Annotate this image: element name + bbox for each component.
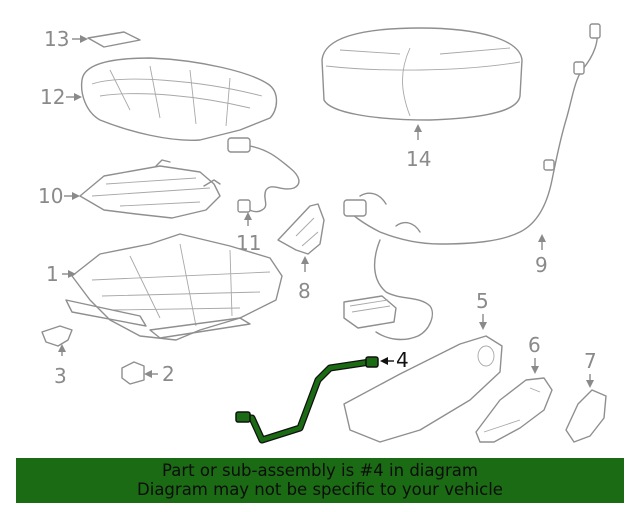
callout-12: 12: [40, 85, 82, 109]
callout-label-7: 7: [584, 349, 597, 373]
part-4-rod[interactable]: [235, 356, 379, 444]
callout-label-10: 10: [38, 184, 63, 208]
part-6-trim[interactable]: [475, 377, 553, 443]
part-8-bracket[interactable]: [277, 203, 325, 255]
callout-label-2: 2: [162, 362, 175, 386]
callout-label-5: 5: [476, 289, 489, 313]
part-7-knob[interactable]: [565, 389, 607, 443]
notice-banner: Part or sub-assembly is #4 in diagram Di…: [16, 458, 624, 503]
callout-1: 1: [46, 262, 76, 286]
callout-label-6: 6: [528, 333, 541, 357]
callout-label-12: 12: [40, 85, 65, 109]
callout-label-14: 14: [406, 147, 431, 171]
callout-14: 14: [406, 124, 431, 171]
callout-13: 13: [44, 27, 88, 51]
callout-10: 10: [38, 184, 80, 208]
callout-label-8: 8: [298, 279, 311, 303]
part-12-cushion-pan[interactable]: [80, 57, 278, 141]
callout-label-13: 13: [44, 27, 69, 51]
callout-8: 8: [298, 256, 311, 303]
part-10-adjuster[interactable]: [79, 159, 221, 219]
callout-4: 4: [380, 348, 409, 372]
callout-label-4: 4: [396, 348, 409, 372]
part-9-wiring-harness[interactable]: [343, 23, 601, 341]
callout-2: 2: [144, 362, 175, 386]
part-13-pad[interactable]: [87, 31, 141, 48]
callout-3: 3: [54, 344, 67, 388]
harness-module[interactable]: [343, 295, 397, 329]
callout-6: 6: [528, 333, 541, 374]
callout-label-3: 3: [54, 364, 67, 388]
part-3-clip[interactable]: [41, 325, 73, 347]
banner-line-2: Diagram may not be specific to your vehi…: [137, 480, 503, 499]
callout-5: 5: [476, 289, 489, 330]
callout-label-9: 9: [535, 253, 548, 277]
part-5-side-shield[interactable]: [343, 335, 503, 443]
part-14-cushion-cover[interactable]: [321, 27, 523, 121]
callout-9: 9: [535, 234, 548, 277]
callout-7: 7: [584, 349, 597, 388]
part-11-wire-lead[interactable]: [227, 137, 300, 213]
callout-label-1: 1: [46, 262, 59, 286]
part-2-clip[interactable]: [121, 361, 145, 385]
banner-line-1: Part or sub-assembly is #4 in diagram: [162, 461, 478, 480]
part-1-seat-frame[interactable]: [65, 233, 283, 341]
